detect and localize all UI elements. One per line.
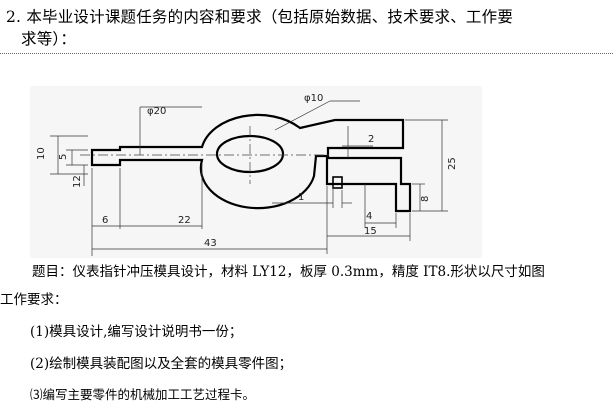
section-heading: 2. 本毕业设计课题任务的内容和要求（包括原始数据、技术要求、工作要 求等）：	[6, 6, 610, 50]
dim-15: 15	[364, 226, 377, 237]
small-slot	[332, 176, 343, 189]
dim-25: 25	[447, 157, 458, 170]
requirement-item-1: (1)模具设计,编写设计说明书一份；	[30, 324, 243, 340]
dim-phi10: φ10	[304, 93, 323, 104]
dim-12: 12	[72, 175, 83, 188]
dim-22: 22	[178, 215, 191, 226]
dim-5: 5	[58, 154, 69, 160]
dim-4: 4	[366, 211, 372, 222]
part-outline	[90, 113, 412, 213]
problem-statement: 题目：仪表指针冲压模具设计，材料 LY12，板厚 0.3mm，精度 IT8.形状…	[32, 264, 545, 280]
dim-8: 8	[420, 196, 431, 202]
dim-10: 10	[36, 147, 47, 160]
requirement-item-3: ⑶编写主要零件的机械加工工艺过程卡。	[30, 387, 256, 402]
heading-line-2: 求等）：	[21, 30, 77, 48]
dim-2: 2	[368, 134, 374, 145]
dim-1: 1	[298, 192, 304, 203]
requirement-item-2: (2)绘制模具装配图以及全套的模具零件图；	[30, 356, 293, 372]
dim-6: 6	[102, 215, 108, 226]
part-drawing: φ20 φ10 10 5 12 6 22 43 2 1 4 15 25 8	[30, 86, 482, 258]
requirement-label: 工作要求：	[0, 292, 68, 308]
heading-line-1: 2. 本毕业设计课题任务的内容和要求（包括原始数据、技术要求、工作要	[6, 8, 514, 26]
dim-43: 43	[204, 238, 217, 249]
dotted-divider	[0, 53, 613, 54]
dim-phi20: φ20	[147, 106, 166, 117]
